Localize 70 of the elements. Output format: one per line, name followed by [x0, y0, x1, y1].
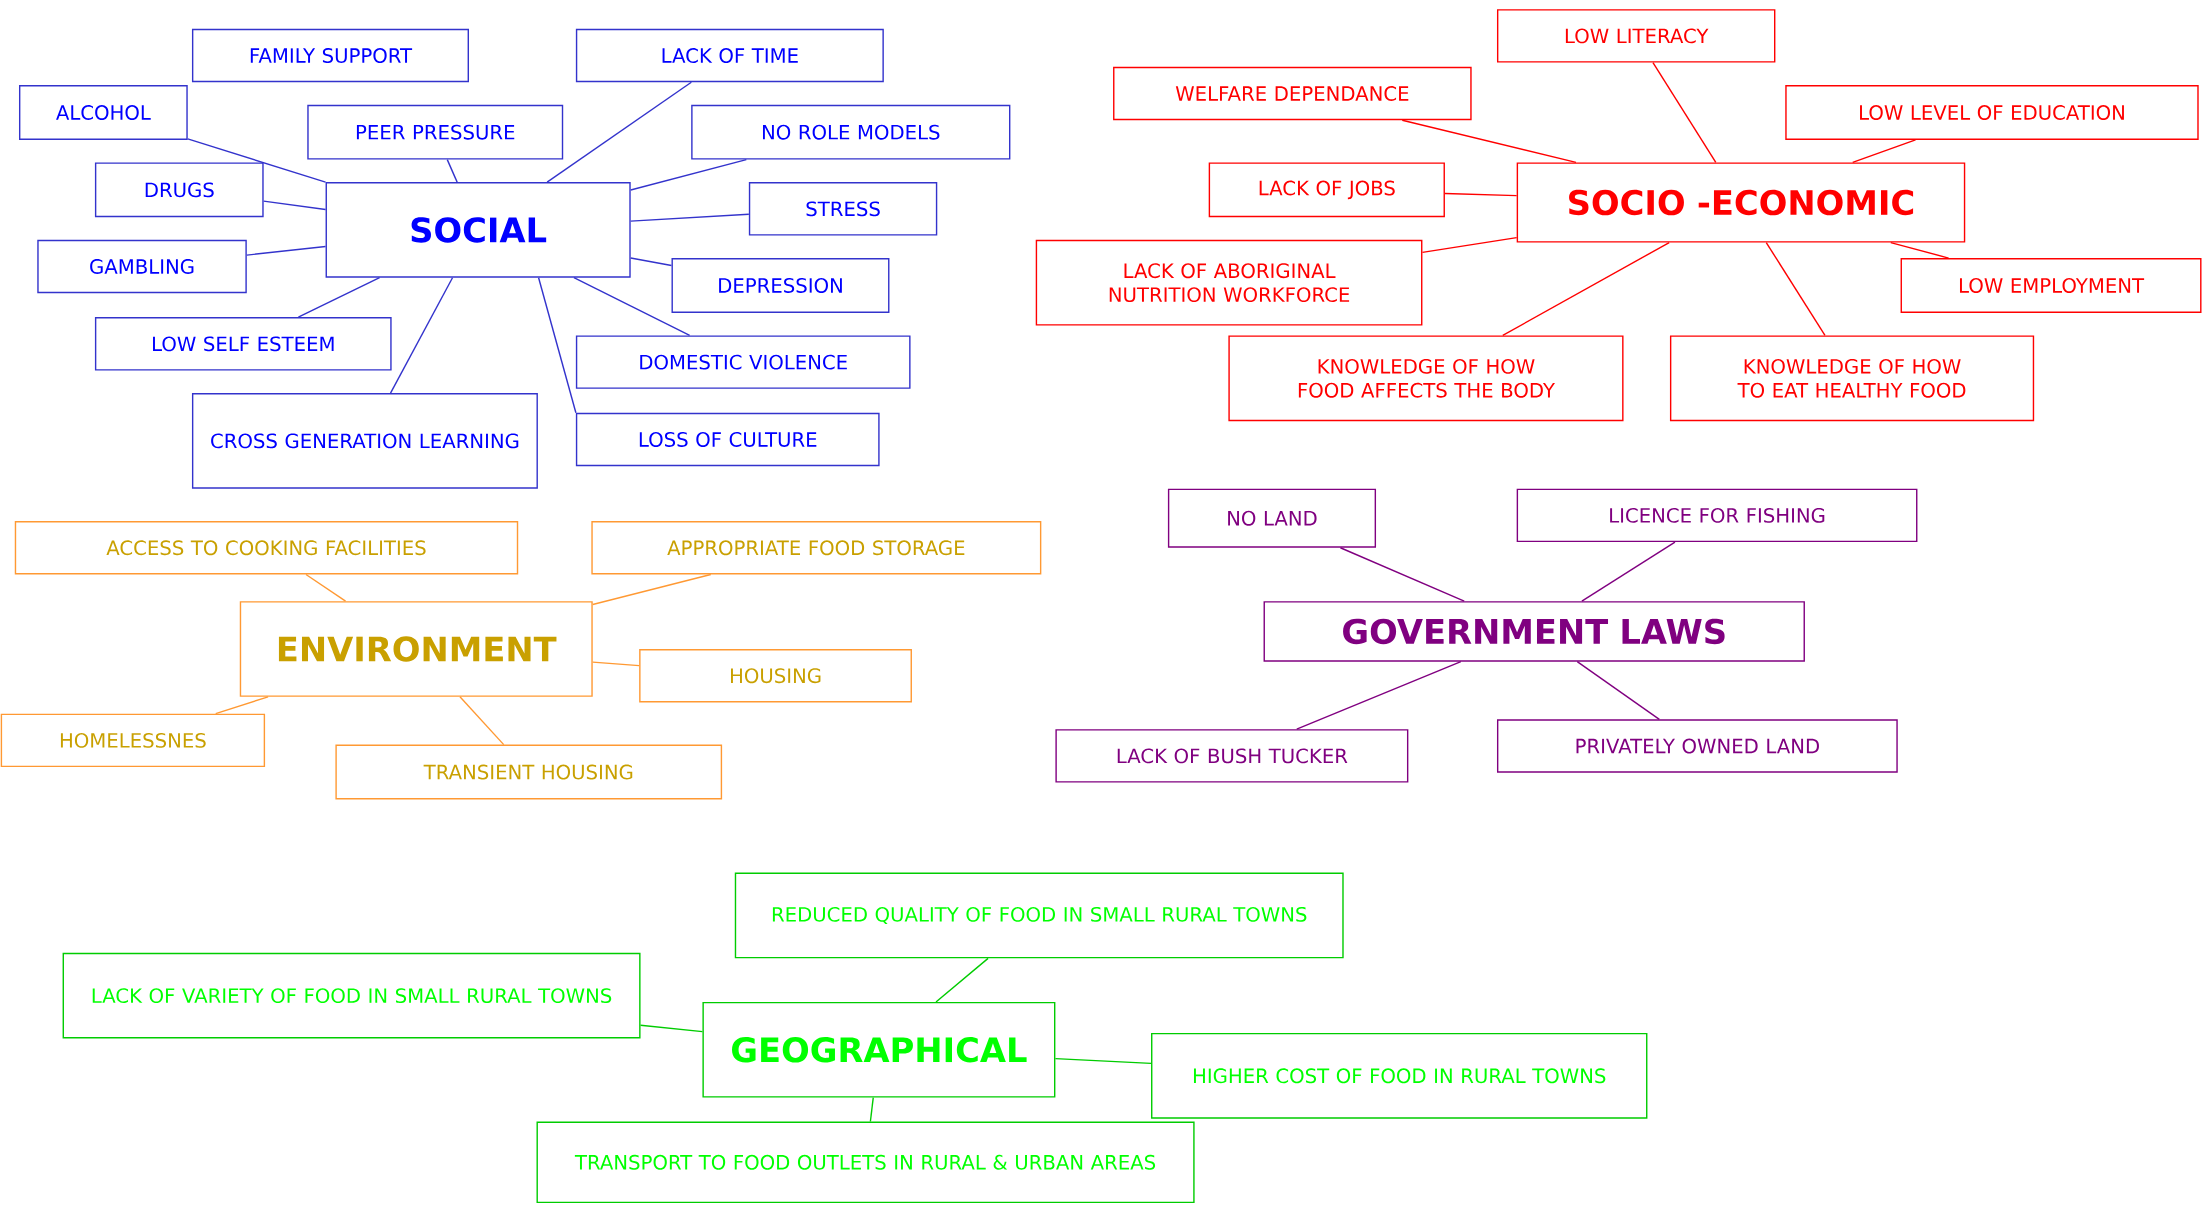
connector-line [389, 276, 454, 394]
factor-box: LOW LITERACY [1496, 9, 1776, 63]
connector-line [592, 573, 712, 606]
topic-box: GEOGRAPHICAL [702, 1001, 1056, 1098]
factor-box: TRANSPORT TO FOOD OUTLETS IN RURAL & URBAN AREAS [536, 1121, 1195, 1203]
factor-box: KNOWLEDGE OF HOW FOOD AFFECTS THE BODY [1228, 335, 1624, 422]
topic-box: ENVIRONMENT [239, 601, 593, 697]
connector-line [935, 957, 989, 1003]
connector-line [1890, 241, 1950, 259]
topic-box: SOCIO -ECONOMIC [1516, 162, 1966, 243]
connector-line [1444, 192, 1518, 197]
factor-box: NO LAND [1167, 488, 1377, 548]
factor-box: CROSS GENERATION LEARNING [191, 392, 538, 489]
factor-box: KNOWLEDGE OF HOW TO EAT HEALTHY FOOD [1669, 335, 2035, 422]
connector-line [215, 696, 269, 715]
factor-box: HOMELESSNES [0, 713, 266, 768]
connector-line [1576, 660, 1661, 720]
connector-line [1765, 241, 1826, 337]
connector-line [592, 661, 640, 667]
factor-box: LACK OF BUSH TUCKER [1055, 729, 1409, 783]
factor-box: REDUCED QUALITY OF FOOD IN SMALL RURAL TOWNS [734, 872, 1344, 959]
factor-box: LOW LEVEL OF EDUCATION [1785, 85, 2199, 140]
connector-line [1852, 139, 1917, 164]
connector-line [1652, 61, 1717, 164]
factor-box: LOW EMPLOYMENT [1900, 257, 2202, 313]
connector-line [1581, 541, 1676, 602]
connector-line [630, 213, 750, 222]
topic-box: GOVERNMENT LAWS [1263, 601, 1805, 662]
connector-line [1296, 660, 1462, 730]
connector-line [262, 200, 327, 211]
factor-box: WELFARE DEPENDANCE [1113, 66, 1472, 121]
factor-box: HIGHER COST OF FOOD IN RURAL TOWNS [1151, 1032, 1648, 1119]
factor-box: LICENCE FOR FISHING [1516, 488, 1918, 543]
connector-line [246, 245, 327, 256]
connector-line [1401, 119, 1577, 164]
factor-box: ALCOHOL [19, 85, 188, 140]
connector-line [630, 158, 748, 191]
factor-box: LACK OF ABORIGINAL NUTRITION WORKFORCE [1035, 239, 1423, 326]
connector-line [305, 573, 347, 602]
factor-box: FAMILY SUPPORT [191, 28, 469, 83]
connector-line [639, 1024, 704, 1033]
factor-box: LACK OF VARIETY OF FOOD IN SMALL RURAL TOWNS [62, 952, 641, 1039]
connector-line [446, 158, 458, 183]
factor-box: DEPRESSION [671, 257, 890, 313]
connector-line [869, 1096, 874, 1123]
factor-box: LACK OF TIME [575, 28, 884, 83]
topic-box: SOCIAL [325, 182, 631, 278]
factor-box: LOSS OF CULTURE [575, 412, 880, 467]
factor-box: DRUGS [94, 162, 264, 218]
factor-box: STRESS [748, 182, 938, 236]
factor-box: PEER PRESSURE [307, 104, 564, 160]
connector-line [459, 696, 505, 746]
factor-box: PRIVATELY OWNED LAND [1496, 719, 1898, 773]
connector-line [1054, 1057, 1152, 1065]
connector-line [1339, 546, 1465, 602]
factor-box: NO ROLE MODELS [691, 104, 1011, 160]
factor-box: LOW SELF ESTEEM [94, 317, 392, 371]
factor-box: GAMBLING [37, 239, 247, 294]
connector-line [537, 276, 577, 414]
factor-box: LACK OF JOBS [1208, 162, 1445, 218]
factor-box: ACCESS TO COOKING FACILITIES [14, 520, 519, 575]
connector-line [1502, 241, 1670, 337]
factor-box: HOUSING [639, 648, 912, 703]
connector-line [630, 257, 673, 267]
connector-line [1421, 236, 1518, 253]
factor-box: APPROPRIATE FOOD STORAGE [591, 520, 1042, 575]
connector-line [187, 138, 327, 183]
factor-box: TRANSIENT HOUSING [335, 744, 723, 800]
factor-box: DOMESTIC VIOLENCE [575, 335, 911, 389]
connector-line [297, 276, 381, 318]
